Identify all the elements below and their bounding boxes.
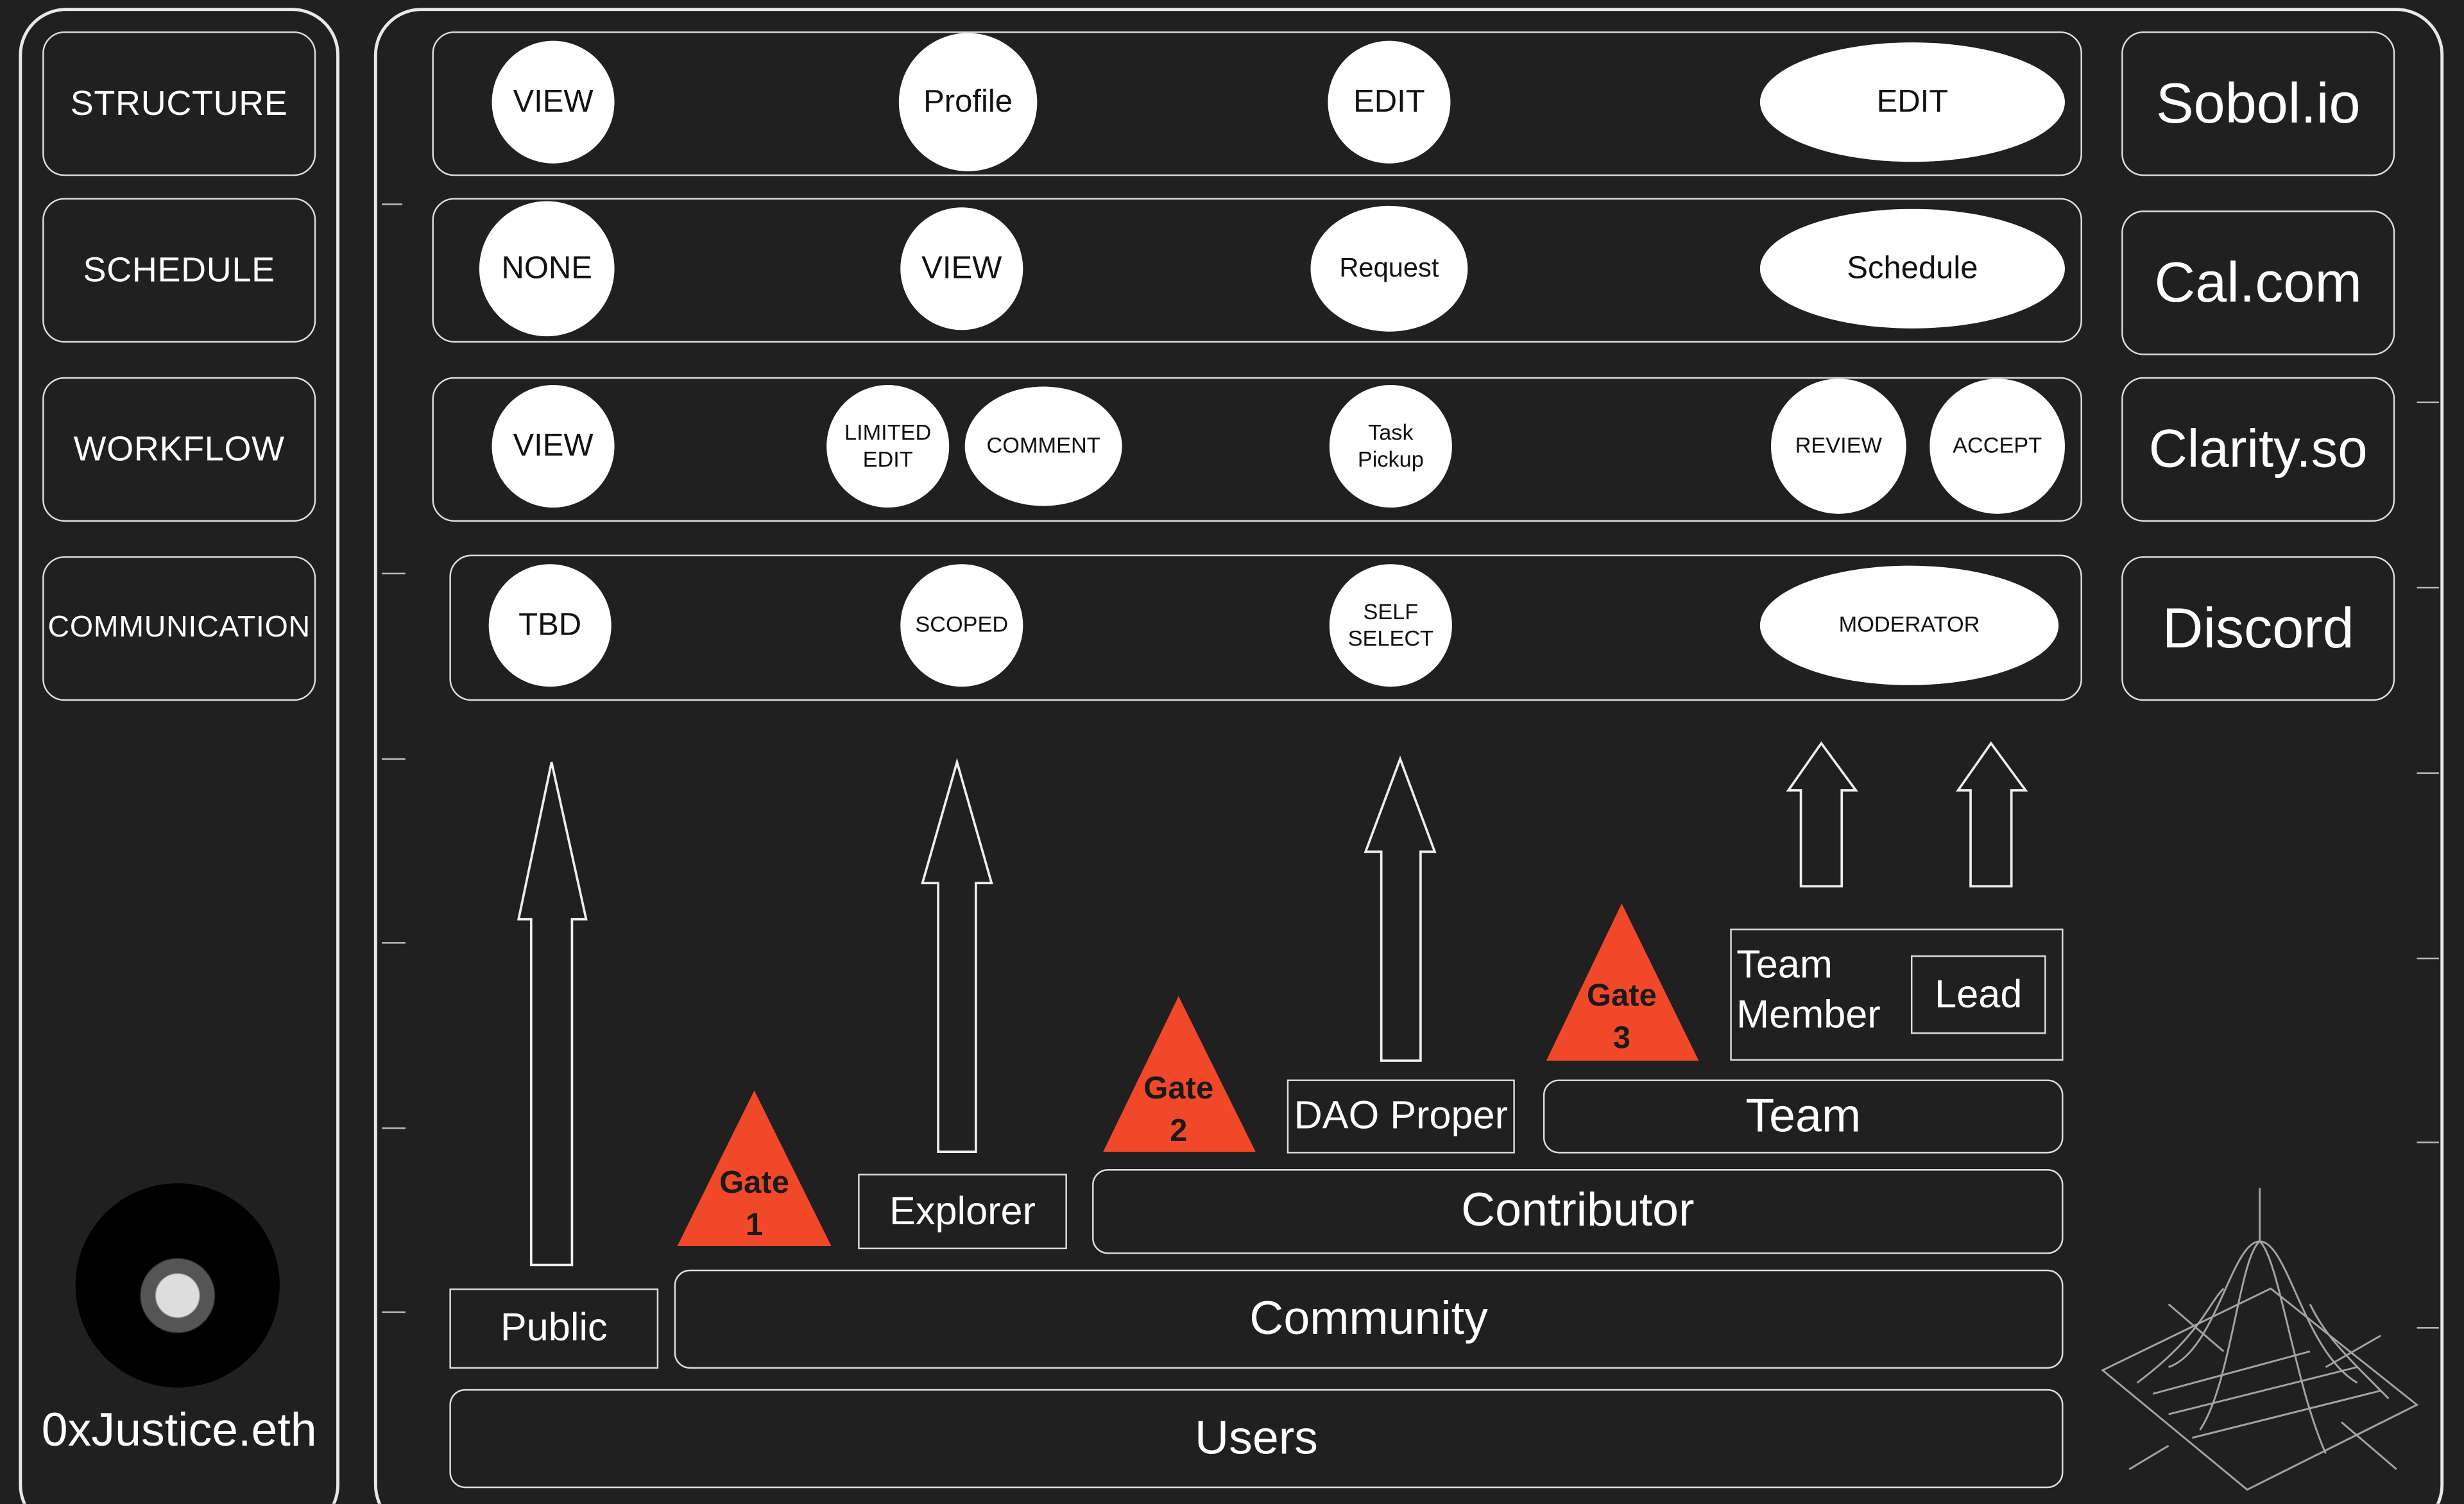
workflow-accept[interactable]: ACCEPT xyxy=(1929,379,2065,514)
tool-cal[interactable]: Cal.com xyxy=(2121,210,2395,355)
gate-3-triangle xyxy=(1546,903,1699,1061)
communication-self-select[interactable]: SELF SELECT xyxy=(1329,564,1452,687)
workflow-row xyxy=(432,377,2082,522)
tool-sobol[interactable]: Sobol.io xyxy=(2121,31,2395,176)
structure-view[interactable]: VIEW xyxy=(492,40,615,164)
tier-lead: Lead xyxy=(1910,955,2046,1034)
structure-edit-full[interactable]: EDIT xyxy=(1759,42,2065,162)
gaussian-surface-icon xyxy=(2101,1188,2419,1491)
tier-contributor: Contributor xyxy=(1092,1169,2064,1254)
workflow-comment[interactable]: COMMENT xyxy=(964,386,1122,506)
communication-scoped[interactable]: SCOPED xyxy=(900,564,1023,687)
sidebar-item-communication[interactable]: COMMUNICATION xyxy=(42,556,316,701)
gate-2-triangle xyxy=(1103,996,1256,1152)
tool-clarity[interactable]: Clarity.so xyxy=(2121,377,2395,522)
team-member-box xyxy=(1730,928,2064,1061)
tier-team: Team xyxy=(1543,1079,2064,1154)
gate-1-triangle xyxy=(677,1090,832,1247)
schedule-request[interactable]: Request xyxy=(1310,205,1468,332)
schedule-row xyxy=(432,198,2082,343)
ruler-ticks xyxy=(382,203,2439,1329)
communication-moderator[interactable]: MODERATOR xyxy=(1759,565,2059,685)
tier-public: Public xyxy=(449,1288,659,1369)
arrow-up-dao-proper xyxy=(1364,755,1437,1062)
arrow-up-public xyxy=(517,762,588,1267)
arrow-up-team-member xyxy=(1786,741,1858,888)
tier-explorer: Explorer xyxy=(858,1174,1067,1249)
communication-row xyxy=(449,554,2082,701)
tier-team-member: Team Member xyxy=(1736,943,1881,1038)
sidebar-item-workflow[interactable]: WORKFLOW xyxy=(42,377,316,522)
schedule-schedule[interactable]: Schedule xyxy=(1759,209,2065,329)
sidebar-item-schedule[interactable]: SCHEDULE xyxy=(42,198,316,343)
workflow-view[interactable]: VIEW xyxy=(492,385,615,508)
sidebar-panel xyxy=(19,8,339,1504)
avatar xyxy=(75,1183,280,1388)
user-name: 0xJustice.eth xyxy=(41,1405,317,1457)
sidebar-item-structure[interactable]: STRUCTURE xyxy=(42,31,316,176)
main-panel xyxy=(373,8,2444,1504)
tool-discord[interactable]: Discord xyxy=(2121,556,2395,701)
workflow-review[interactable]: REVIEW xyxy=(1771,379,1906,514)
arrow-up-explorer xyxy=(921,758,993,1153)
structure-profile[interactable]: Profile xyxy=(898,33,1038,171)
tier-dao-proper: DAO Proper xyxy=(1287,1079,1515,1154)
tier-users: Users xyxy=(449,1389,2064,1489)
communication-tbd[interactable]: TBD xyxy=(488,564,612,687)
workflow-task-pickup[interactable]: Task Pickup xyxy=(1329,385,1452,508)
structure-edit[interactable]: EDIT xyxy=(1328,40,1451,164)
workflow-limited-edit[interactable]: LIMITED EDIT xyxy=(826,385,950,508)
schedule-view[interactable]: VIEW xyxy=(900,207,1023,330)
arrow-up-lead xyxy=(1955,741,2028,888)
tier-community: Community xyxy=(674,1269,2064,1369)
schedule-none[interactable]: NONE xyxy=(479,201,615,337)
structure-row xyxy=(432,31,2082,176)
